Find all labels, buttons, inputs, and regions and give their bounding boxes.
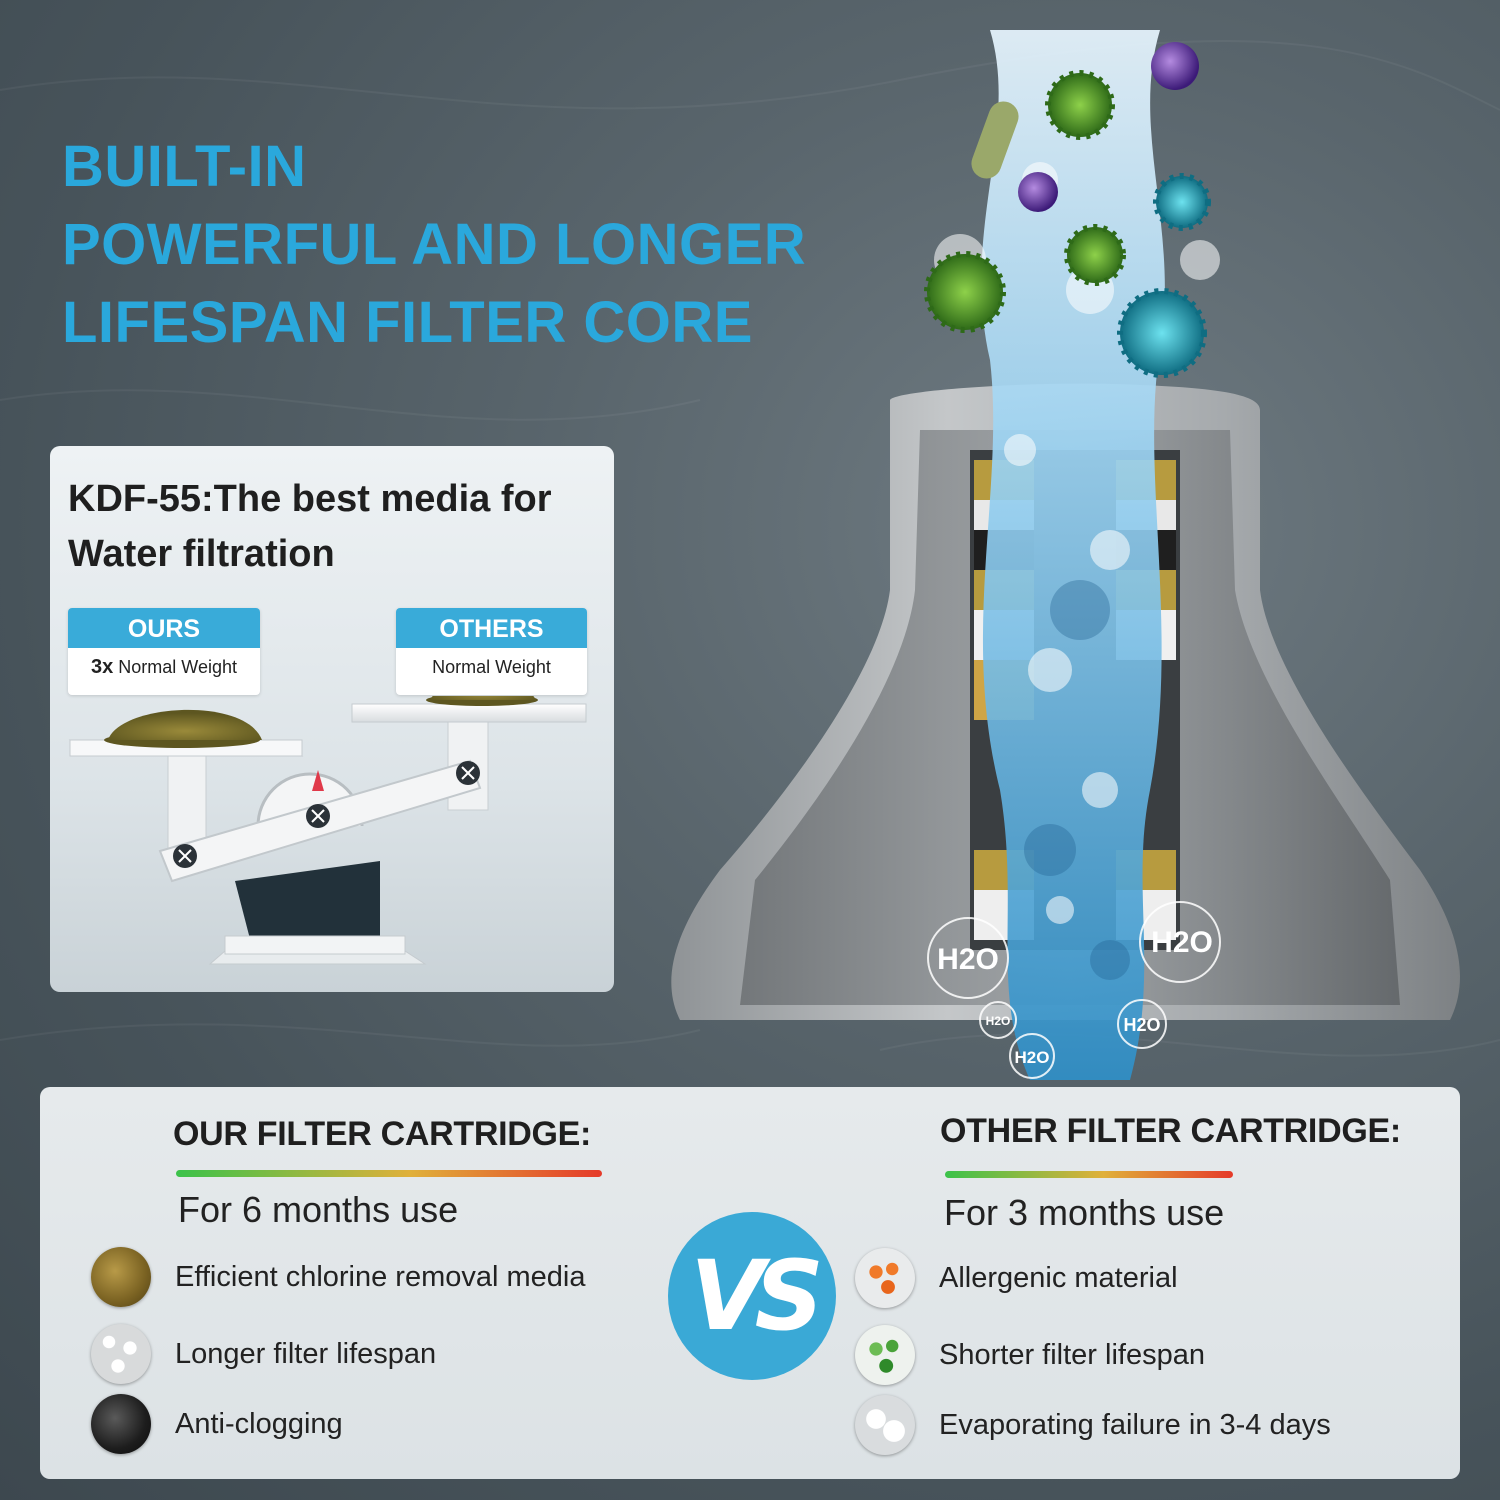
kdf-title: KDF-55:The best media for Water filtrati… [68, 472, 608, 582]
h2o-label-2: H2O [1151, 926, 1213, 959]
headline: BUILT-IN POWERFUL AND LONGER LIFESPAN FI… [62, 128, 882, 362]
filter-core-illustration: H2O H2O H2O H2O H2O [671, 30, 1460, 1080]
headline-line-3: LIFESPAN FILTER CORE [62, 290, 753, 355]
headline-line-2: POWERFUL AND LONGER [62, 212, 807, 277]
other-cartridge-duration: For 3 months use [944, 1192, 1225, 1233]
others-tag: OTHERS Normal Weight [396, 608, 587, 695]
other-feature-2-text: Shorter filter lifespan [939, 1338, 1205, 1371]
other-feature-3: Evaporating failure in 3-4 days [855, 1395, 1331, 1455]
others-tag-weight: Normal Weight [432, 657, 551, 677]
balance-scale-illustration [68, 696, 587, 965]
ours-weight-multiplier: 3x [91, 656, 114, 678]
other-cartridge-title: OTHER FILTER CARTRIDGE: [940, 1112, 1401, 1150]
orange-balls-icon [855, 1248, 915, 1308]
h2o-label-1: H2O [937, 943, 999, 976]
black-granules-icon [91, 1394, 151, 1454]
our-cartridge-title: OUR FILTER CARTRIDGE: [173, 1115, 592, 1153]
ours-weight-text: Normal Weight [118, 657, 237, 677]
our-cartridge-bar [176, 1170, 602, 1177]
other-cartridge-bar [945, 1171, 1233, 1178]
h2o-label-5: H2O [1015, 1048, 1050, 1067]
ours-tag: OURS 3x Normal Weight [68, 608, 260, 695]
our-feature-3-text: Anti-clogging [175, 1407, 343, 1440]
vs-badge: VS [668, 1212, 836, 1380]
other-feature-1-text: Allergenic material [939, 1261, 1178, 1294]
vs-text: VS [690, 1240, 823, 1352]
kdf-title-line-2: Water filtration [68, 533, 335, 575]
other-feature-2: Shorter filter lifespan [855, 1325, 1205, 1385]
green-beads-icon [855, 1325, 915, 1385]
kdf-title-line-1: KDF-55:The best media for [68, 478, 552, 520]
our-feature-1: Efficient chlorine removal media [91, 1247, 586, 1307]
kdf-comparison-panel: KDF-55:The best media for Water filtrati… [50, 446, 614, 992]
our-cartridge-duration: For 6 months use [178, 1189, 459, 1230]
headline-line-1: BUILT-IN [62, 134, 307, 199]
cartridge-comparison-panel: OUR FILTER CARTRIDGE: For 6 months use E… [40, 1087, 1460, 1479]
white-beads-icon [91, 1324, 151, 1384]
other-feature-3-text: Evaporating failure in 3-4 days [939, 1408, 1331, 1441]
our-feature-2: Longer filter lifespan [91, 1324, 436, 1384]
ours-tag-label: OURS [68, 608, 260, 648]
others-tag-label: OTHERS [396, 608, 587, 648]
our-feature-1-text: Efficient chlorine removal media [175, 1260, 586, 1293]
our-feature-3: Anti-clogging [91, 1394, 343, 1454]
h2o-label-3: H2O [986, 1014, 1011, 1028]
other-feature-1: Allergenic material [855, 1248, 1178, 1308]
ours-tag-weight: 3x Normal Weight [68, 648, 260, 686]
granule-media-icon [91, 1247, 151, 1307]
our-feature-2-text: Longer filter lifespan [175, 1337, 437, 1370]
white-balls-icon [855, 1395, 915, 1455]
h2o-label-4: H2O [1123, 1015, 1160, 1035]
